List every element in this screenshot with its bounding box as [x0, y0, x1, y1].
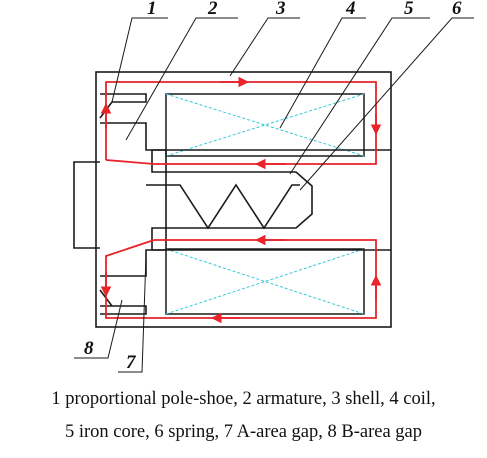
coil-upper — [165, 93, 365, 157]
shell — [95, 71, 392, 328]
callout-8: 8 — [84, 338, 94, 359]
coil-lower — [165, 248, 365, 315]
armature — [73, 122, 167, 277]
callout-1: 1 — [147, 0, 157, 19]
caption-line-2: 5 iron core, 6 spring, 7 A-area gap, 8 B… — [64, 422, 423, 442]
callout-5: 5 — [404, 0, 414, 19]
spring — [146, 183, 300, 230]
flux-path — [105, 81, 377, 319]
callout-7: 7 — [126, 352, 137, 373]
callout-3: 3 — [275, 0, 286, 19]
leader-lines — [74, 17, 474, 373]
iron-core — [151, 149, 391, 251]
flux-arrows — [100, 76, 382, 324]
callout-2: 2 — [207, 0, 218, 19]
figure-caption: 1 proportional pole-shoe, 2 armature, 3 … — [0, 383, 487, 449]
callout-6: 6 — [452, 0, 462, 19]
solenoid-cross-section-diagram: 1 2 3 4 5 6 7 8 — [73, 0, 474, 373]
caption-line-1: 1 proportional pole-shoe, 2 armature, 3 … — [51, 389, 436, 409]
callout-4: 4 — [345, 0, 356, 19]
